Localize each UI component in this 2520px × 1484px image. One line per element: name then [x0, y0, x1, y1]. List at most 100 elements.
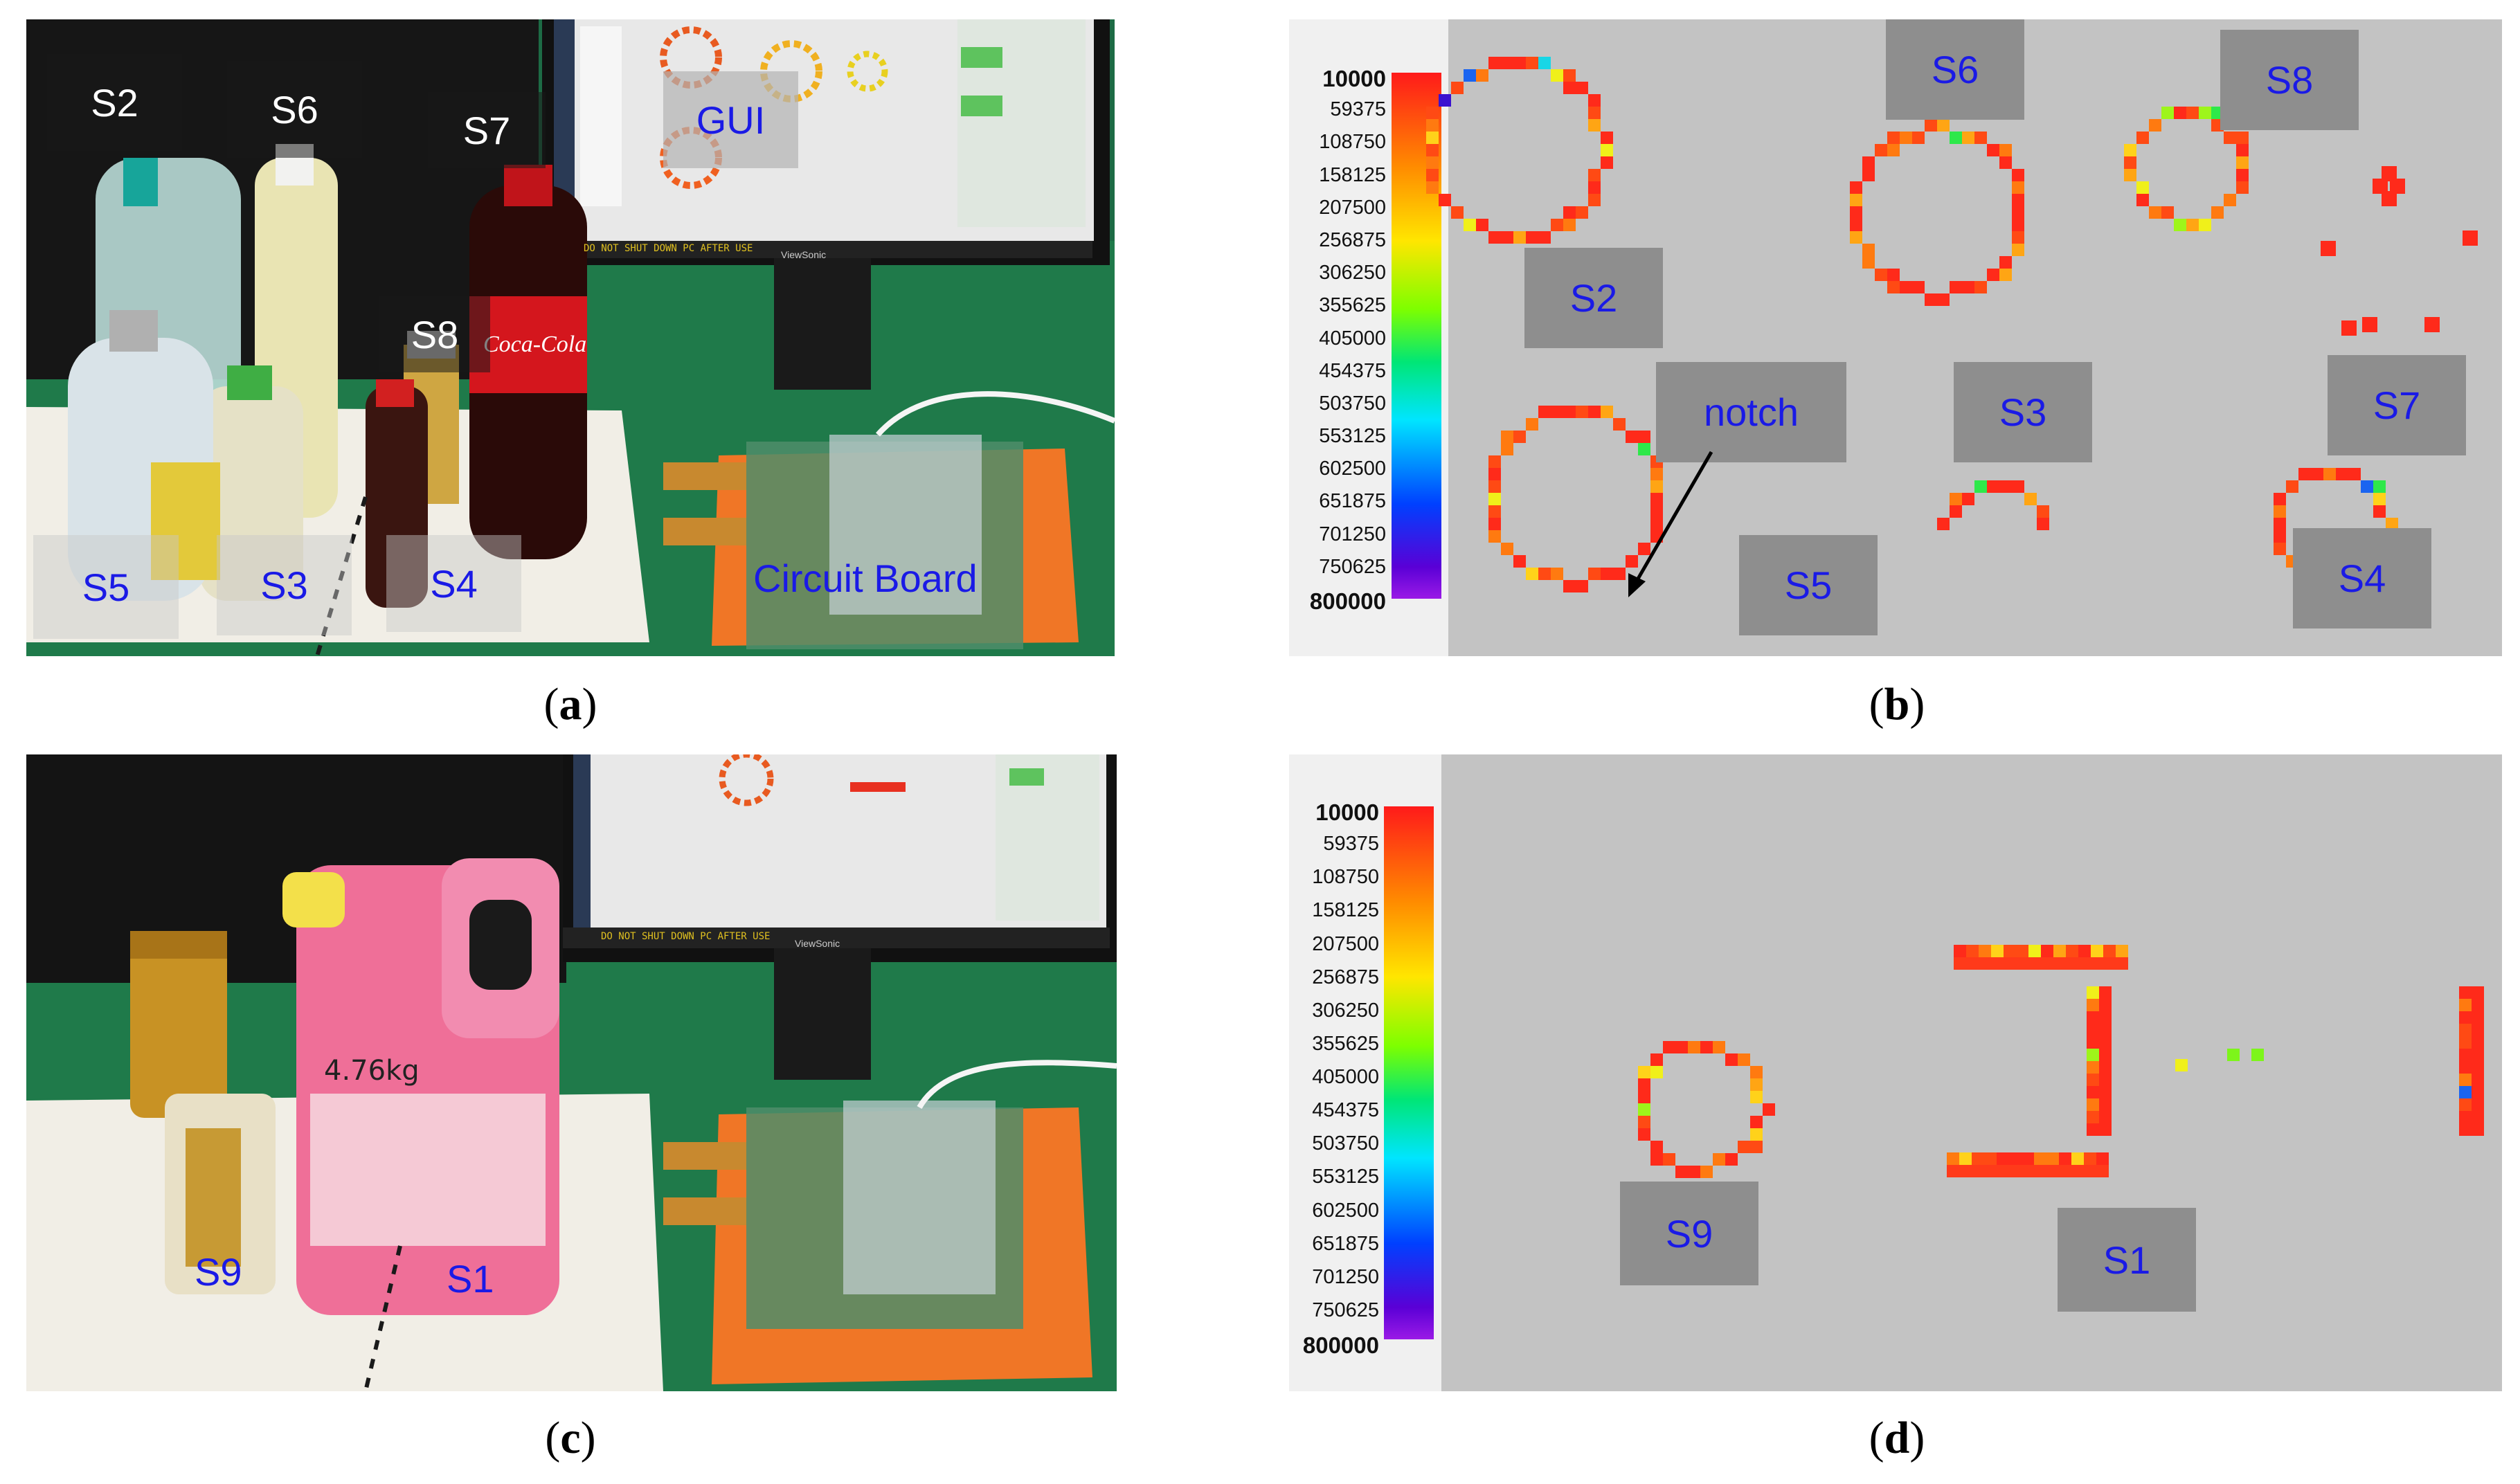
ring-cell-s8 [2224, 194, 2236, 206]
photo-a-label-s2: S2 [47, 54, 182, 151]
cluster-cell-s7 [2424, 317, 2440, 332]
ring-cell-s5 [1601, 406, 1613, 418]
bar-cell-s1-top [1979, 957, 1991, 970]
bar-cell-s1-top [1954, 957, 1966, 970]
ring-cell-s9 [1650, 1153, 1663, 1166]
ring-cell-s6 [1987, 144, 1999, 156]
ring-cell-s8 [2236, 169, 2249, 181]
cluster-cell-s7 [2463, 230, 2478, 246]
ring-cell-s5 [1588, 568, 1601, 580]
heatmap-d-cells [1638, 945, 2484, 1178]
ring-cell-s5 [1601, 568, 1613, 580]
bar-cell-s1-top [1966, 957, 1979, 970]
ring-cell-s2 [1588, 194, 1601, 206]
bar-cell-s1-left [2099, 1086, 2112, 1098]
bar-cell-s1-top [1954, 945, 1966, 957]
ring-cell-s6 [1862, 156, 1875, 169]
colorbar-tick-label: 503750 [1319, 392, 1386, 415]
ring-cell-s6 [1999, 144, 2012, 156]
cluster-cell-s7 [2321, 241, 2336, 256]
colorbar-tick-label: 59375 [1323, 833, 1379, 856]
ring-cell-s5 [1588, 406, 1601, 418]
ring-cell-s5 [1650, 518, 1663, 530]
ring-cell-s9 [1738, 1141, 1750, 1153]
ring-cell-s6 [1912, 281, 1925, 293]
ring-cell-s2 [1451, 206, 1464, 219]
ring-cell-s6 [1887, 281, 1900, 293]
caption-b: (b) [1869, 679, 1925, 730]
bar-cell-s1-top [2016, 945, 2028, 957]
heatmap-b-label-notch: notch [1656, 362, 1846, 462]
bar-cell-s1-right [2459, 1111, 2472, 1123]
ring-cell-s8 [2174, 219, 2186, 231]
ring-cell-s8 [2124, 144, 2136, 156]
bar-cell-s1-left [2087, 999, 2099, 1011]
ring-cell-s8 [2199, 107, 2211, 119]
ring-cell-s5 [1513, 555, 1526, 568]
ring-cell-s9 [1750, 1078, 1763, 1091]
bar-cell-s1-right [2459, 1098, 2472, 1111]
ring-cell-s8 [2236, 156, 2249, 169]
bar-cell-s1-bottom [1984, 1152, 1997, 1165]
ring-cell-s5 [1576, 406, 1588, 418]
bar-cell-s1-top [2053, 945, 2066, 957]
colorbar-tick-label: 158125 [1312, 899, 1379, 922]
ring-cell-s8 [2236, 181, 2249, 194]
ring-cell-s6 [2012, 181, 2024, 194]
ring-cell-s6 [1900, 281, 1912, 293]
photo-c-label-s9: S9 [195, 1250, 242, 1294]
ring-cell-s2 [1601, 156, 1613, 169]
ring-cell-s5 [1563, 580, 1576, 592]
bar-cell-s1-left [2099, 1123, 2112, 1136]
ring-cell-s6 [1999, 269, 2012, 281]
ring-cell-s2 [1439, 194, 1451, 206]
ring-cell-s5 [1488, 480, 1501, 493]
ring-cell-s6 [1925, 293, 1937, 306]
bar-cell-s1-top [2016, 957, 2028, 970]
ring-cell-s4 [2373, 493, 2386, 505]
bar-cell-s1-left [2099, 999, 2112, 1011]
colorbar-tick-label: 454375 [1312, 1099, 1379, 1122]
ring-cell-s6 [1850, 219, 1862, 231]
bar-cell-s1-right [2459, 986, 2472, 999]
ring-cell-s8 [2174, 107, 2186, 119]
ring-cell-s2 [1601, 132, 1613, 144]
bar-cell-s1-top [2004, 945, 2016, 957]
ring-cell-s2 [1426, 119, 1439, 132]
colorbar-tick-label: 256875 [1319, 228, 1386, 251]
colorbar-tick-label: 651875 [1319, 490, 1386, 513]
bar-cell-s1-left [2087, 1086, 2099, 1098]
ring-cell-s9 [1675, 1166, 1688, 1178]
heatmap-d-label-s1: S1 [2058, 1208, 2196, 1312]
ring-cell-s4 [2298, 468, 2311, 480]
ring-cell-s6 [1974, 281, 1987, 293]
colorbar-tick-label: 503750 [1312, 1132, 1379, 1155]
ring-cell-s6 [1900, 132, 1912, 144]
ring-cell-s6 [1962, 281, 1974, 293]
caption-c: (c) [545, 1413, 596, 1463]
ring-cell-s2 [1551, 219, 1563, 231]
ring-cell-s6 [1950, 281, 1962, 293]
colorbar-tick-label: 158125 [1319, 163, 1386, 186]
ring-cell-s9 [1650, 1141, 1663, 1153]
ring-cell-s2 [1563, 206, 1576, 219]
ring-cell-s5 [1626, 431, 1638, 443]
bar-cell-s1-top [2041, 957, 2053, 970]
ring-cell-s2 [1426, 144, 1439, 156]
ring-cell-s6 [1850, 194, 1862, 206]
ring-cell-s2 [1576, 206, 1588, 219]
ring-cell-s9 [1663, 1041, 1675, 1053]
ring-cell-s2 [1464, 219, 1476, 231]
ring-cell-s9 [1700, 1041, 1713, 1053]
bar-cell-s1-top [2078, 945, 2091, 957]
ring-cell-s8 [2124, 156, 2136, 169]
ring-cell-s9 [1750, 1066, 1763, 1078]
colorbar-tick-label: 256875 [1312, 966, 1379, 988]
stray-cell [2227, 1049, 2240, 1061]
bar-cell-s1-right [2459, 1024, 2472, 1036]
ring-cell-s3 [2024, 493, 2037, 505]
ring-cell-s5 [1650, 468, 1663, 480]
bar-cell-s1-bottom [2059, 1152, 2071, 1165]
heatmap-b-label-s3: S3 [1954, 362, 2092, 462]
bar-cell-s1-left [2099, 1074, 2112, 1086]
